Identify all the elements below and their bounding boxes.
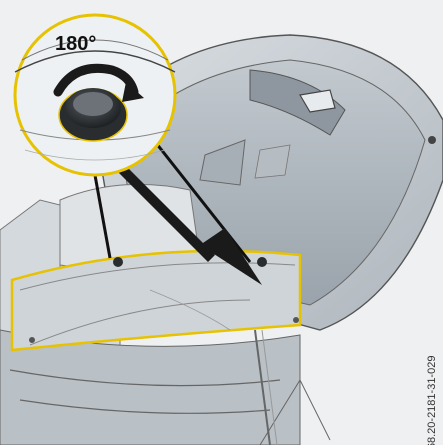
rotation-label: 180° xyxy=(55,33,96,55)
figure-code: P68.20-2181-31-029 xyxy=(425,371,439,441)
detail-magnifier: 180° xyxy=(15,15,175,175)
lid-hinge xyxy=(428,136,436,144)
fastener-right xyxy=(257,257,267,267)
fastener-left xyxy=(113,257,123,267)
fastener-knob-icon xyxy=(59,88,127,141)
